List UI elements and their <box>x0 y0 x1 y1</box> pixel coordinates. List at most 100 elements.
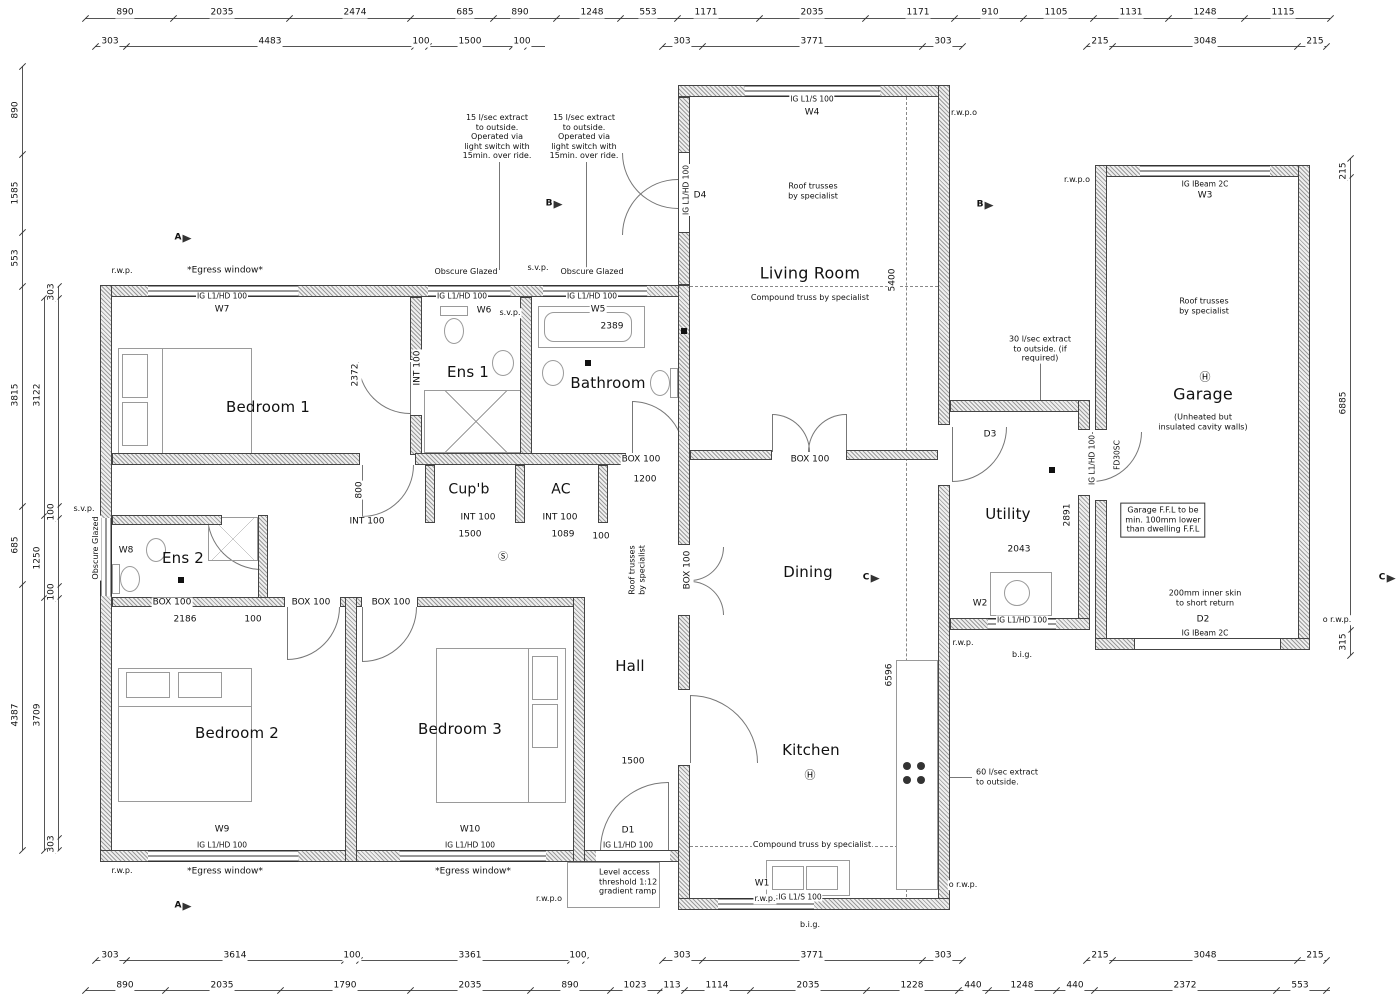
dim-vertical-685-4: 685 <box>10 535 22 555</box>
dim-bottom-inner-215-8: 215 <box>1090 950 1110 962</box>
room-label-ens-1: Ens 1 <box>446 363 490 381</box>
bed-2-pillow <box>178 672 222 698</box>
plan-dim-2389-7: 2389 <box>599 321 625 333</box>
wall-tag-ig-l1-hd-100-6: IG L1/HD 100 <box>996 615 1048 625</box>
label-w1: W1 <box>753 878 771 890</box>
toilet-cistern-bathroom <box>670 368 678 398</box>
note-egress-window-3: *Egress window* <box>434 866 512 878</box>
note-roof-trusses-living: Roof trusses by specialist <box>787 181 839 201</box>
wall-bed3-hall <box>573 597 585 862</box>
wall-tag-ig-ibeam-2c-9: IG IBeam 2C <box>1180 179 1230 189</box>
basin-ens1 <box>492 350 514 376</box>
wall-tag-ig-ibeam-2c-10: IG IBeam 2C <box>1180 628 1230 638</box>
label-d1: D1 <box>620 825 636 837</box>
plan-dim-box-100-21: BOX 100 <box>151 597 193 609</box>
note-svp-1: s.v.p. <box>526 263 550 273</box>
dim-top-inner-303-0: 303 <box>100 36 120 48</box>
dim-top-inner-3048-9: 3048 <box>1192 36 1218 48</box>
dim-top-inner-100-2: 100 <box>411 36 431 48</box>
dimension-line <box>22 66 23 850</box>
label-w4: W4 <box>803 107 821 119</box>
dim-top-outer-910-10: 910 <box>980 7 1000 19</box>
label-w9: W9 <box>213 824 231 836</box>
note-rwp-8: r.w.p. <box>753 894 777 904</box>
dimension-line <box>58 286 59 850</box>
dim-vertical-100-11: 100 <box>46 582 58 602</box>
dim-top-inner-4483-1: 4483 <box>257 36 283 48</box>
kitchen-sink-bowl <box>772 866 804 890</box>
dim-top-inner-3771-6: 3771 <box>799 36 825 48</box>
dim-top-inner-215-10: 215 <box>1305 36 1325 48</box>
dim-bottom-inner-100-4: 100 <box>568 950 588 962</box>
garage-door-opening-d2 <box>1135 638 1280 650</box>
door-swing-bedroom3 <box>362 607 417 662</box>
toilet-bathroom <box>650 370 670 396</box>
dimension-line <box>1350 158 1351 655</box>
wall-bed2-bed3 <box>345 597 357 862</box>
door-leaf-bedroom3 <box>362 607 363 662</box>
dim-vertical-553-2: 553 <box>10 248 22 268</box>
wall-living-east <box>938 85 950 425</box>
wall-hall-dining-1 <box>678 285 690 545</box>
window-w8 <box>100 518 112 596</box>
room-label-bathroom: Bathroom <box>570 374 646 392</box>
dim-bottom-inner-303-7: 303 <box>933 950 953 962</box>
door-leaf-hall-kitchen <box>690 695 691 763</box>
room-label-dining: Dining <box>783 563 833 581</box>
dim-bottom-outer-113-6: 113 <box>662 980 682 992</box>
dim-top-outer-1115-14: 1115 <box>1270 7 1296 19</box>
dim-vertical-3815-3: 3815 <box>10 382 22 408</box>
dim-top-outer-553-6: 553 <box>638 7 658 19</box>
hob-burner <box>903 762 911 770</box>
door-swing-bedroom2 <box>287 607 340 660</box>
door-swing-bathroom <box>632 401 684 453</box>
note-inner-skin: 200mm inner skin to short return <box>1167 588 1243 608</box>
plan-dim-100-13: 100 <box>243 614 263 626</box>
wall-living-west-lower <box>678 232 690 285</box>
kitchen-sink-bowl <box>806 866 838 890</box>
dim-top-inner-215-8: 215 <box>1090 36 1110 48</box>
dim-top-inner-100-4: 100 <box>512 36 532 48</box>
dimension-line <box>95 46 545 47</box>
note-egress-window-1: *Egress window* <box>186 265 264 277</box>
wall-living-west-upper <box>678 97 690 153</box>
dim-bottom-outer-1114-7: 1114 <box>704 980 730 992</box>
note-rwp-3: r.w.p.o <box>950 108 978 118</box>
wall-bed1-ens1-a <box>410 297 422 360</box>
dim-bottom-outer-1248-11: 1248 <box>1009 980 1035 992</box>
wall-ens1-bathroom <box>520 297 532 455</box>
wall-tag-ig-l1-hd-100-5: IG L1/HD 100 <box>602 840 654 850</box>
dimension-tick <box>1346 651 1355 660</box>
label-w5: W5 <box>589 304 607 316</box>
window-w3 <box>1140 165 1270 177</box>
note-big-1: b.i.g. <box>1010 650 1034 660</box>
plan-dim-6596-5: 6596 <box>884 662 896 688</box>
bed-1-pillow <box>122 402 148 446</box>
dimension-tick <box>958 42 967 51</box>
wall-tag-ig-l1-hd-100-12: IG L1/HD 100 <box>1087 434 1097 486</box>
plan-dim-box-100-23: BOX 100 <box>370 597 412 609</box>
room-label-living-room: Living Room <box>759 263 861 283</box>
plan-dim-800-2: 800 <box>354 480 366 500</box>
note-svp-2: s.v.p. <box>72 504 96 514</box>
bed-3-pillow <box>532 656 558 700</box>
wall-utility-north <box>950 400 1090 412</box>
label-w10: W10 <box>458 824 482 836</box>
note-rwp-1: r.w.p. <box>110 266 134 276</box>
wall-utility-east-1 <box>1078 400 1090 430</box>
dim-top-inner-303-7: 303 <box>933 36 953 48</box>
plan-dim-2891-4: 2891 <box>1062 502 1074 528</box>
door-swing-hall-dining-2 <box>690 581 724 615</box>
switch-square <box>1049 467 1055 473</box>
door-swing-living-dining-1 <box>772 414 810 452</box>
note-rwp-6: o r.w.p. <box>947 880 979 890</box>
dimension-tick <box>958 956 967 965</box>
wall-garage-east <box>1298 165 1310 650</box>
wall-tag-ig-l1-hd-100-1: IG L1/HD 100 <box>436 291 488 301</box>
note-extract-15-2: 15 l/sec extract to outside. Operated vi… <box>548 113 620 161</box>
note-obscure-glazed-2: Obscure Glazed <box>559 267 625 277</box>
note-rwp-9: r.w.p. <box>951 638 975 648</box>
leader-line-extract-1 <box>499 162 500 270</box>
wall-tag-ig-l1-s-100-8: IG L1/S 100 <box>777 892 823 902</box>
dim-bottom-inner-303-0: 303 <box>100 950 120 962</box>
